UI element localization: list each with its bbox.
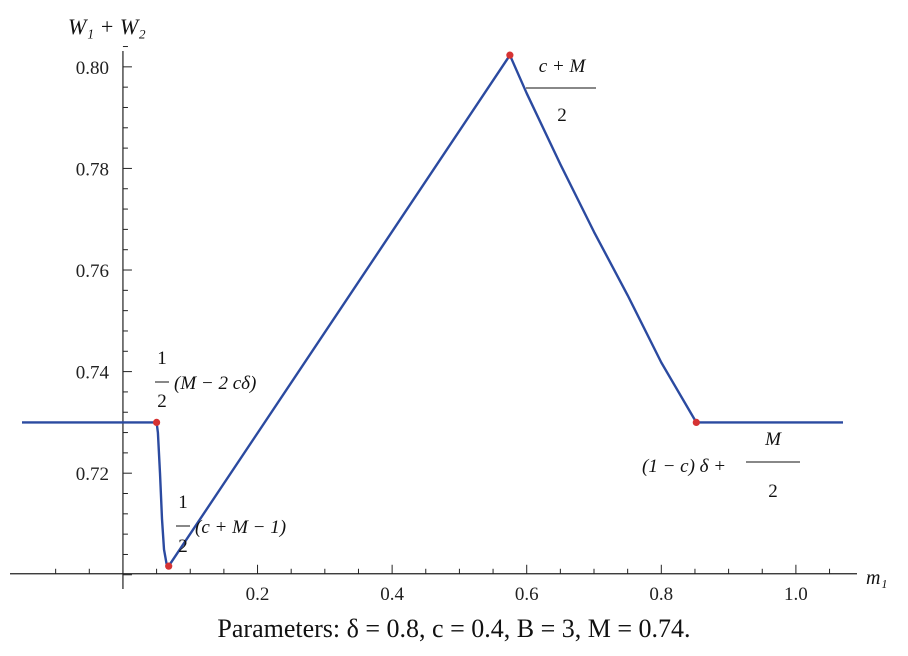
annotation-right-point: (1 − c) δ + M 2 bbox=[642, 429, 800, 502]
x-tick-label: 0.6 bbox=[515, 584, 539, 605]
series-line bbox=[22, 54, 843, 568]
y-tick-label: 0.74 bbox=[76, 363, 110, 384]
parameters-caption: Parameters: δ = 0.8, c = 0.4, B = 3, M =… bbox=[217, 614, 691, 643]
x-tick-label: 1.0 bbox=[784, 584, 808, 605]
chart-plot-area: 0.2 0.4 0.6 0.8 1.0 0.72 0.74 0.76 0.78 0.80 W₁ +… bbox=[10, 14, 887, 605]
highlighted-point bbox=[152, 418, 161, 426]
annotation-min-numerator: 1 bbox=[178, 492, 188, 513]
annotation-peak-point: c + M 2 bbox=[526, 56, 596, 126]
x-tick-label: 0.4 bbox=[380, 584, 404, 605]
annotation-right-numerator: M bbox=[764, 429, 782, 450]
x-tick-label: 0.8 bbox=[649, 584, 673, 605]
annotation-left-denominator: 2 bbox=[157, 391, 167, 412]
annotation-minimum-point: 1 2 (c + M − 1) bbox=[176, 492, 286, 557]
y-tick-label: 0.78 bbox=[76, 159, 109, 180]
highlighted-point bbox=[506, 51, 514, 59]
annotation-left-numerator: 1 bbox=[157, 348, 167, 369]
x-tick-label: 0.2 bbox=[246, 584, 270, 605]
y-tick-label: 0.76 bbox=[76, 261, 109, 282]
annotation-peak-denominator: 2 bbox=[557, 105, 567, 126]
y-tick-label: 0.72 bbox=[76, 464, 109, 485]
annotation-right-lead: (1 − c) δ + bbox=[642, 456, 726, 477]
annotation-min-expression: (c + M − 1) bbox=[195, 517, 286, 538]
highlighted-point bbox=[692, 418, 700, 426]
x-axis-label: m₁ bbox=[866, 567, 887, 589]
highlighted-point bbox=[165, 562, 173, 570]
annotation-min-denominator: 2 bbox=[178, 536, 188, 557]
annotation-peak-numerator: c + M bbox=[539, 56, 587, 77]
annotation-left-point: 1 2 (M − 2 cδ) bbox=[155, 348, 256, 412]
y-axis-label: W₁ + W₂ bbox=[68, 14, 146, 39]
annotation-right-denominator: 2 bbox=[768, 481, 778, 502]
annotation-left-expression: (M − 2 cδ) bbox=[174, 373, 256, 394]
y-tick-label: 0.80 bbox=[76, 58, 109, 79]
